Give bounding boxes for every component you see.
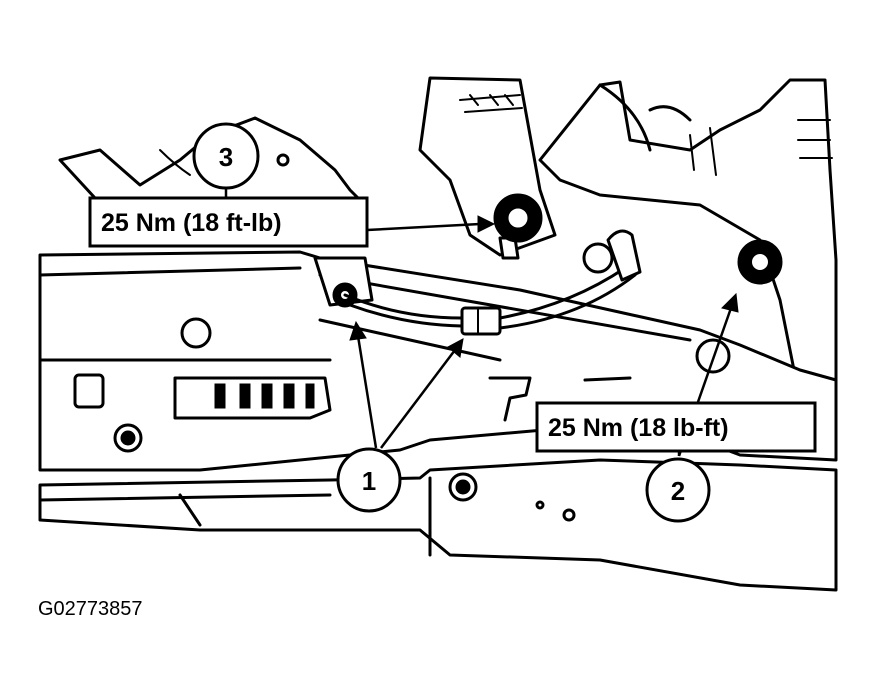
torque-spec-pedal-bolt: 25 Nm (18 ft-lb) bbox=[88, 196, 369, 248]
callout-2: 2 bbox=[645, 457, 711, 523]
figure-id: G02773857 bbox=[38, 598, 143, 620]
lower-frame bbox=[38, 458, 838, 592]
callout-1: 1 bbox=[336, 447, 402, 513]
callout-3-number: 3 bbox=[219, 142, 233, 172]
callout-2-number: 2 bbox=[671, 476, 685, 506]
left-nut bbox=[113, 423, 143, 453]
lower-nut bbox=[448, 472, 478, 502]
upper-right-bracket bbox=[538, 78, 838, 392]
torque-spec-pedal-bolt-text: 25 Nm (18 ft-lb) bbox=[101, 209, 282, 237]
right-mounting-bolt bbox=[737, 239, 783, 285]
pedal-pivot-bolt bbox=[493, 193, 543, 260]
callout-3: 3 bbox=[192, 122, 260, 190]
torque-spec-mounting-bolt-text: 25 Nm (18 lb-ft) bbox=[548, 414, 729, 442]
callout-1-number: 1 bbox=[362, 466, 376, 496]
torque-spec-mounting-bolt: 25 Nm (18 lb-ft) bbox=[535, 401, 817, 453]
cable-assembly bbox=[313, 229, 642, 336]
